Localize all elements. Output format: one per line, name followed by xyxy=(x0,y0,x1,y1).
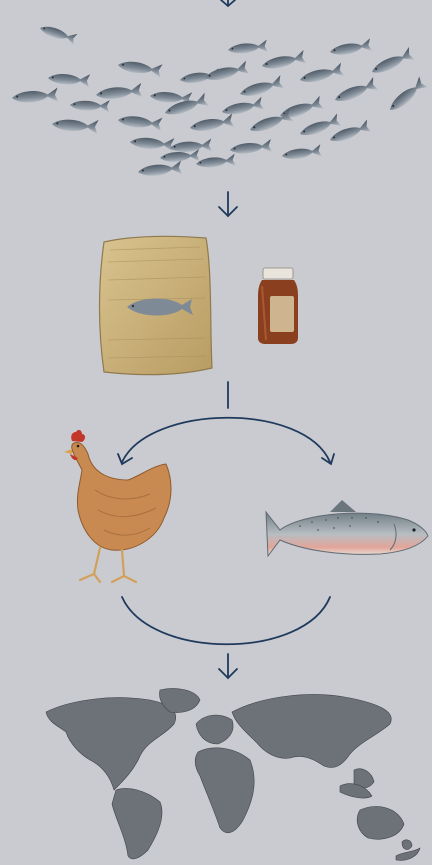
down-arrow-icon xyxy=(219,192,237,216)
world-map-illustration xyxy=(46,688,420,860)
feed-sack-illustration xyxy=(100,236,213,374)
split-connector xyxy=(118,382,334,464)
merge-connector xyxy=(122,597,330,678)
chicken-illustration xyxy=(64,430,171,582)
top-arrow-icon xyxy=(221,0,235,6)
fish-school-illustration xyxy=(11,22,428,179)
oil-bottle-illustration xyxy=(258,268,298,344)
salmon-illustration xyxy=(266,500,428,556)
